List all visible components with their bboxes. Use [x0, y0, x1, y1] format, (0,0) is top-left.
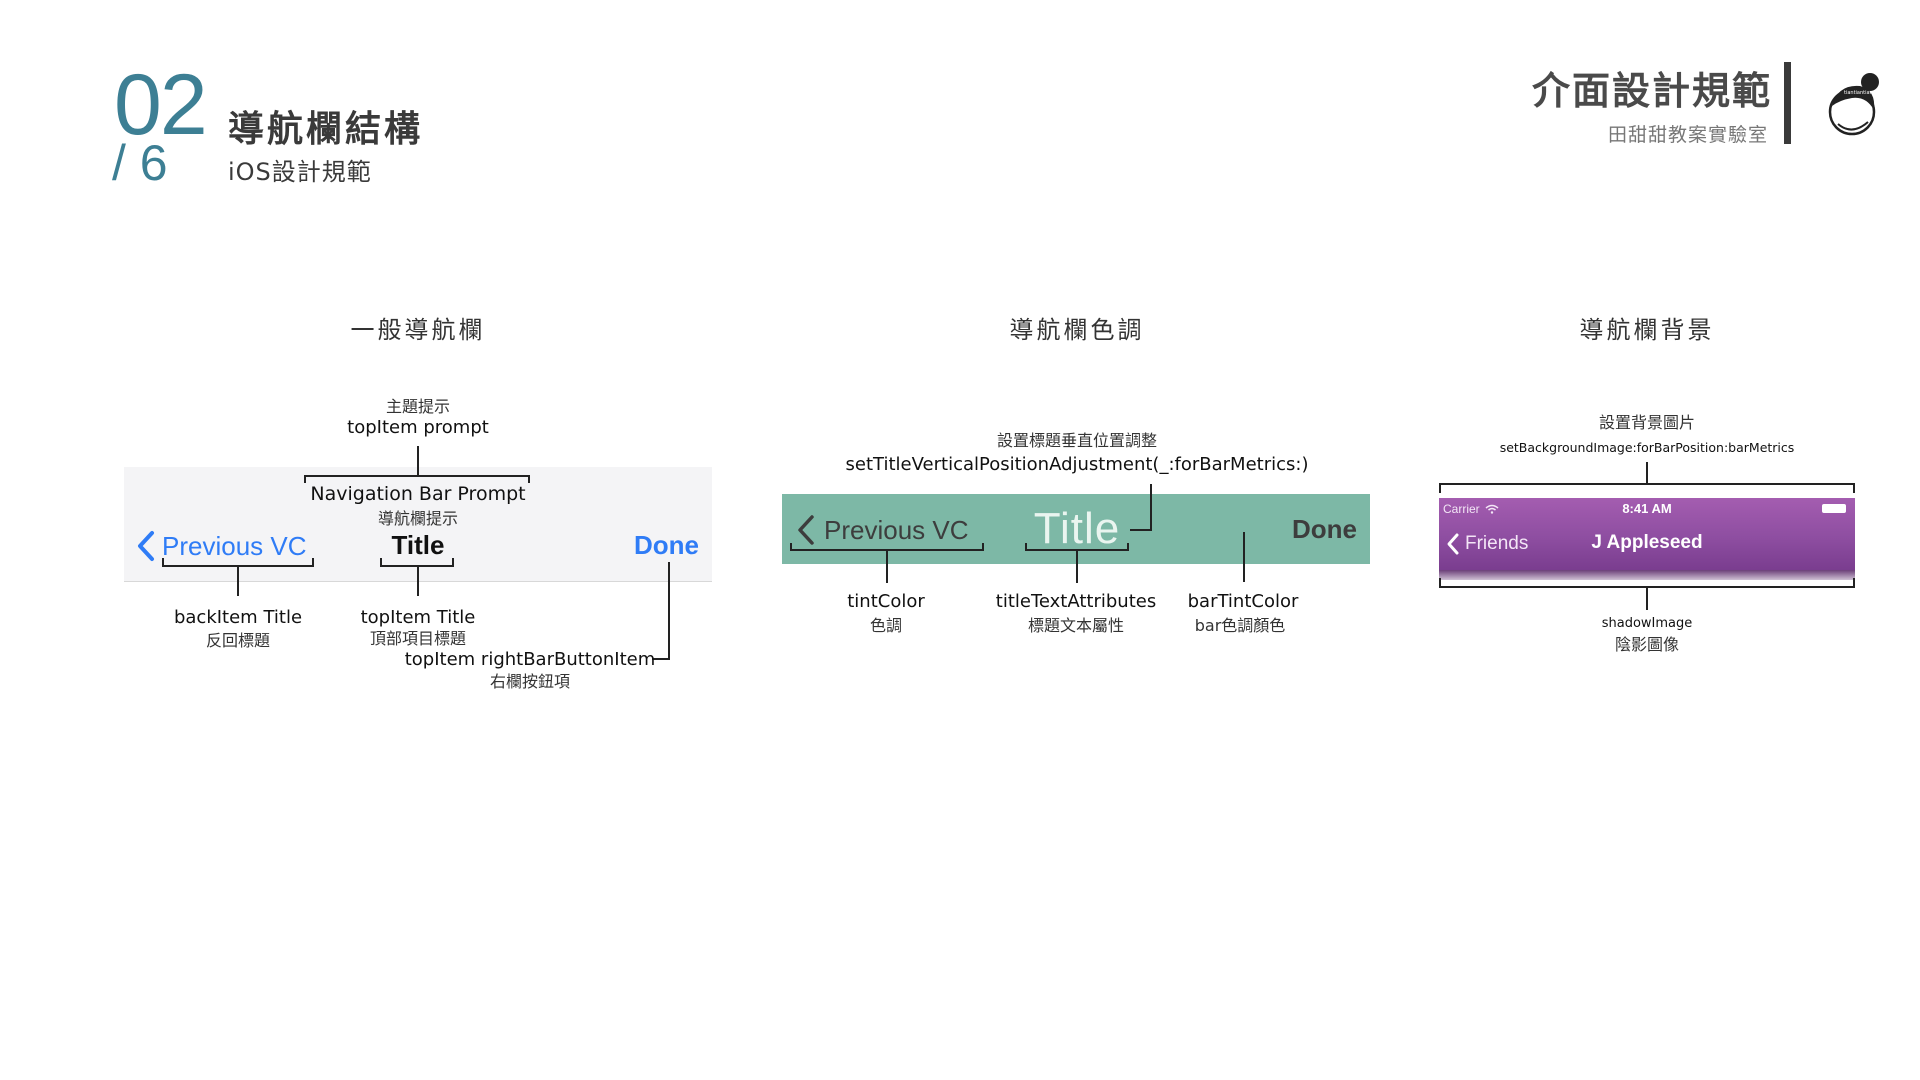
navbar-title: Title	[391, 530, 445, 560]
section-title: 導航欄結構	[228, 109, 424, 150]
tint-color-label-cn: 色調	[869, 616, 903, 635]
bracket-tick	[1439, 483, 1441, 493]
logo-icon	[1828, 73, 1879, 136]
bar-tint-label-cn: bar色調顏色	[1194, 616, 1286, 635]
slide-number: 02	[114, 57, 208, 153]
brand-subtitle: 田甜甜教案實驗室	[1607, 124, 1768, 146]
right-button-label-en: topItem rightBarButtonItem	[404, 649, 656, 670]
slide-total: / 6	[112, 135, 168, 191]
back-item-label-cn: 反回標題	[205, 631, 271, 650]
bracket-tick	[1025, 543, 1027, 551]
bracket-tick	[1853, 578, 1855, 588]
tinted-back-button[interactable]: Previous VC	[796, 510, 969, 550]
friends-back-label: Friends	[1465, 533, 1529, 554]
bracket-tick	[982, 543, 984, 551]
bracket-line	[790, 549, 984, 551]
background-label-cn: 設置背景圖片	[1598, 413, 1696, 432]
chevron-left-icon	[798, 515, 814, 545]
connector-line	[1150, 484, 1152, 530]
background-label-en: setBackgroundImage:forBarPosition:barMet…	[1499, 440, 1795, 455]
bracket-tick	[380, 558, 382, 566]
wifi-icon	[1485, 504, 1499, 514]
bracket-tick	[1853, 483, 1855, 493]
tinted-back-label: Previous VC	[824, 514, 969, 545]
brand-divider	[1784, 62, 1791, 144]
standard-navbar	[124, 467, 712, 582]
bar-tint-label-en: barTintColor	[1187, 591, 1299, 612]
bracket-line	[1439, 483, 1855, 485]
connector-line	[417, 566, 419, 596]
prompt-label-cn: 主題提示	[385, 397, 451, 416]
tinted-done-button[interactable]: Done	[1292, 514, 1357, 544]
connector-line	[886, 551, 888, 583]
chevron-left-icon	[138, 531, 154, 561]
connector-line	[417, 446, 419, 476]
bracket-tick	[312, 558, 314, 566]
vertical-adjust-label-en: setTitleVerticalPositionAdjustment(_:for…	[845, 454, 1309, 475]
back-item-label-en: backItem Title	[173, 607, 303, 628]
back-button[interactable]: Previous VC	[136, 528, 307, 564]
connector-line	[1243, 532, 1245, 582]
col3-title: 導航欄背景	[1579, 316, 1715, 344]
shadow-image-label-en: shadowImage	[1601, 616, 1693, 631]
title-attributes-label-cn: 標題文本屬性	[1027, 616, 1125, 635]
connector-line	[1646, 462, 1648, 484]
logo-text: tiantiantian	[1844, 90, 1873, 96]
right-button-label-cn: 右欄按鈕項	[489, 672, 571, 691]
prompt-label-en: topItem prompt	[347, 417, 489, 438]
bracket-tick	[528, 475, 530, 483]
vertical-adjust-label-cn: 設置標題垂直位置調整	[996, 431, 1158, 450]
bracket-tick	[162, 558, 164, 566]
brand-title: 介面設計規範	[1531, 69, 1772, 113]
bracket-line	[304, 475, 530, 477]
battery-icon	[1822, 504, 1846, 513]
section-subtitle: iOS設計規範	[228, 158, 372, 186]
tinted-title: Title	[1033, 504, 1121, 553]
status-bar-time: 8:41 AM	[1622, 501, 1672, 516]
connector-line	[1646, 588, 1648, 610]
col2-title: 導航欄色調	[1009, 316, 1145, 344]
connector-line	[1076, 551, 1078, 583]
title-attributes-label-en: titleTextAttributes	[995, 591, 1157, 612]
navbar-prompt-cn: 導航欄提示	[377, 509, 459, 528]
bracket-tick	[790, 543, 792, 551]
connector-line	[237, 566, 239, 596]
bracket-tick	[1439, 578, 1441, 588]
chevron-left-icon	[1447, 533, 1459, 555]
shadow-image	[1439, 570, 1855, 580]
top-item-label-cn: 頂部項目標題	[369, 629, 467, 648]
bracket-tick	[452, 558, 454, 566]
tint-color-label-en: tintColor	[847, 591, 925, 612]
bracket-line	[1025, 549, 1129, 551]
bracket-tick	[304, 475, 306, 483]
logo: tiantiantian	[1828, 73, 1879, 136]
shadow-image-label-cn: 陰影圖像	[1614, 635, 1680, 654]
bracket-line	[1439, 586, 1855, 588]
top-item-label-en: topItem Title	[360, 607, 476, 628]
bracket-tick	[1127, 543, 1129, 551]
carrier-label: Carrier	[1443, 502, 1480, 516]
done-button[interactable]: Done	[634, 530, 699, 560]
connector-line	[668, 562, 670, 660]
connector-line	[652, 658, 670, 660]
back-button-label: Previous VC	[162, 530, 307, 561]
friends-back-button[interactable]: Friends	[1446, 530, 1528, 558]
background-image-navbar	[1439, 498, 1855, 570]
navbar-prompt: Navigation Bar Prompt	[310, 483, 526, 505]
connector-line	[1130, 529, 1152, 531]
purple-navbar-title: J Appleseed	[1591, 532, 1703, 553]
status-bar-carrier: Carrier	[1443, 502, 1499, 516]
col1-title: 一般導航欄	[350, 316, 486, 344]
